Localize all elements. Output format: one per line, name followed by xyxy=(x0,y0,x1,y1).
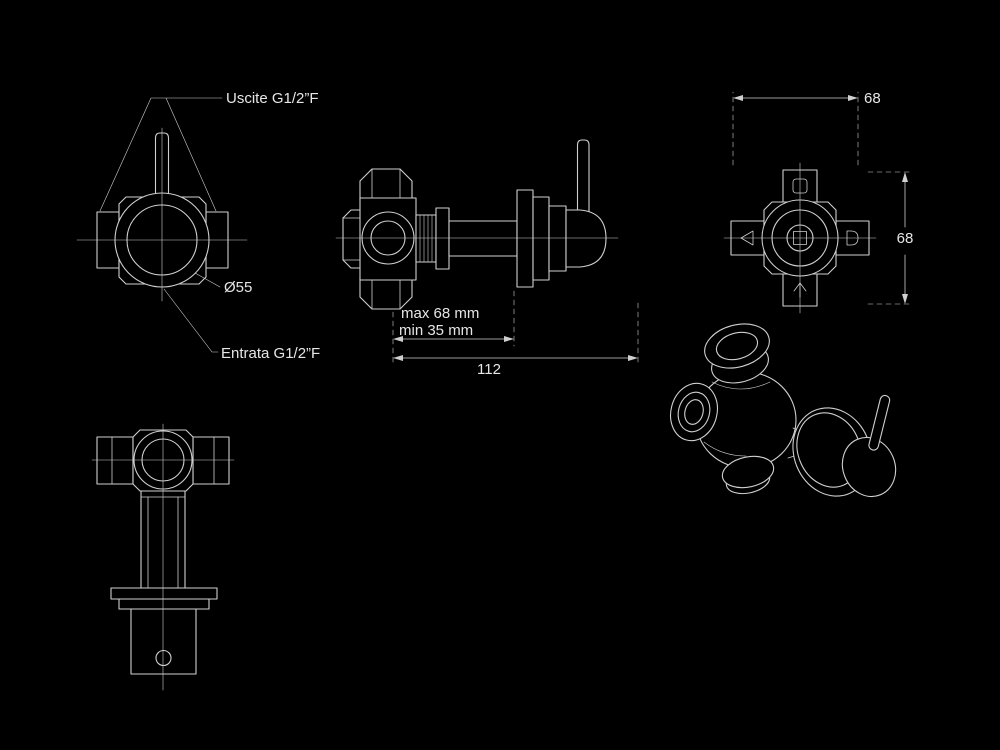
persp-bottom-port xyxy=(721,455,775,489)
inlet-block xyxy=(130,608,197,675)
inlet-leader xyxy=(163,288,219,353)
persp-lever xyxy=(868,394,891,451)
perspective-view xyxy=(670,323,897,498)
threaded-connector xyxy=(415,214,437,263)
persp-escutcheon-rim xyxy=(796,412,862,488)
height-dim-text: 68 xyxy=(897,230,914,247)
inlet-stem-inner-lines xyxy=(147,496,179,589)
length-extension-lines xyxy=(392,302,639,364)
depth-extension-lines xyxy=(392,290,515,347)
inlet-block-hole xyxy=(155,649,172,667)
inlet-flange-outer xyxy=(110,587,218,600)
top-view-centerlines xyxy=(91,423,235,691)
side-view: max 68 mm min 35 mm 112 xyxy=(335,139,639,378)
lever-side xyxy=(576,139,590,213)
top-view-right-arm xyxy=(192,436,230,485)
max-depth-label: max 68 mm xyxy=(401,305,479,322)
top-view-left-arm xyxy=(96,436,134,485)
connector-collar xyxy=(435,207,450,270)
rear-view: 68 68 xyxy=(723,90,914,314)
top-port-facets xyxy=(371,168,401,201)
knob-side xyxy=(565,209,607,268)
front-view: Uscite G1/2”F Ø55 Entrata G1/2”F xyxy=(76,90,320,362)
top-port-hex xyxy=(359,168,413,201)
persp-body-seams xyxy=(703,381,771,457)
width-extension-lines xyxy=(732,91,859,166)
escutcheon-side xyxy=(548,205,567,272)
extension-tube xyxy=(448,220,518,257)
persp-top-port-bore xyxy=(715,331,759,361)
front-centerlines xyxy=(76,127,248,302)
persp-left-port-mid xyxy=(677,391,711,433)
inlet-stem-outline xyxy=(140,490,186,589)
inlet-label: Entrata G1/2”F xyxy=(221,345,320,362)
wall-flange-inner xyxy=(532,196,550,281)
persp-left-port-bore xyxy=(684,399,704,425)
persp-knob xyxy=(841,436,897,498)
diameter-label: Ø55 xyxy=(224,279,252,296)
outlets-leader-lines xyxy=(99,97,223,212)
wall-flange-outer xyxy=(516,189,534,288)
min-depth-label: min 35 mm xyxy=(399,322,473,339)
left-port-facets xyxy=(342,217,363,261)
bottom-port-facets xyxy=(371,277,401,310)
rear-centerlines xyxy=(723,162,877,314)
arm-facet-lines xyxy=(111,436,215,485)
left-port-hex xyxy=(342,209,363,269)
thread-lines xyxy=(419,214,433,263)
outlets-label: Uscite G1/2”F xyxy=(226,90,319,107)
width-dim-text: 68 xyxy=(864,90,881,107)
height-extension-lines xyxy=(867,171,913,305)
inlet-flange-inner xyxy=(118,598,210,610)
diameter-leader xyxy=(194,272,221,288)
top-view xyxy=(91,423,235,691)
length-dim-text: 112 xyxy=(477,361,501,378)
